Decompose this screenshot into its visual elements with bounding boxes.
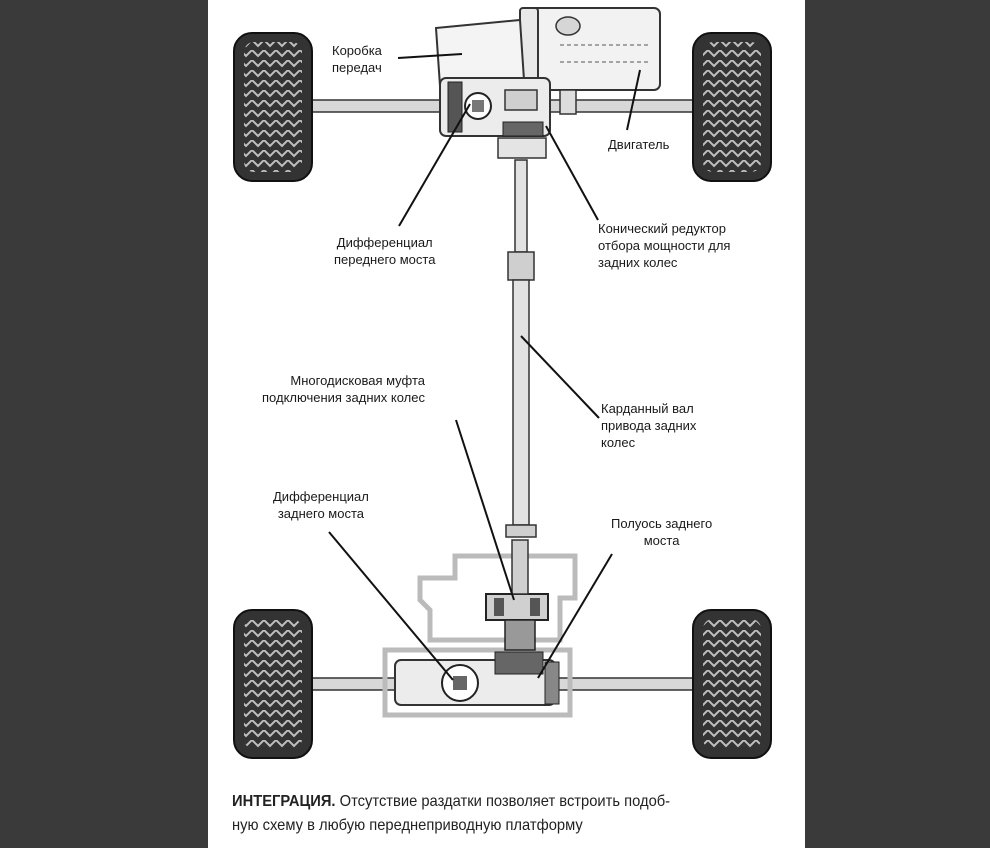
rear-differential	[394, 651, 560, 706]
label-rear-differential: Дифференциал заднего моста	[273, 489, 369, 521]
label-bevel-gear: Конический редуктор отбора мощности для …	[598, 221, 731, 270]
leader-lines	[328, 53, 641, 681]
wheel-front-right	[692, 32, 772, 182]
right-margin	[805, 0, 990, 848]
front-differential	[439, 77, 577, 159]
caption: ИНТЕГРАЦИЯ. Отсутствие раздатки позволяе…	[232, 790, 747, 838]
caption-text: Отсутствие раздатки позволяет встроить п…	[232, 793, 671, 834]
wheel-rear-right	[692, 609, 772, 759]
wheel-front-left	[233, 32, 313, 182]
caption-title: ИНТЕГРАЦИЯ.	[232, 793, 336, 810]
label-engine: Двигатель	[608, 137, 670, 152]
label-multidisc-clutch: Многодисковая муфта подключения задних к…	[262, 373, 425, 405]
wheel-rear-left	[233, 609, 313, 759]
label-rear-halfshaft: Полуось заднего моста	[611, 516, 713, 548]
engine	[519, 7, 661, 91]
left-margin	[0, 0, 208, 848]
label-gearbox: Коробка передач	[332, 43, 382, 75]
driveshaft	[505, 159, 537, 538]
multidisc-clutch	[485, 539, 549, 651]
label-front-differential: Дифференциал переднего моста	[334, 235, 436, 267]
label-driveshaft: Карданный вал привода задних колес	[601, 401, 697, 450]
